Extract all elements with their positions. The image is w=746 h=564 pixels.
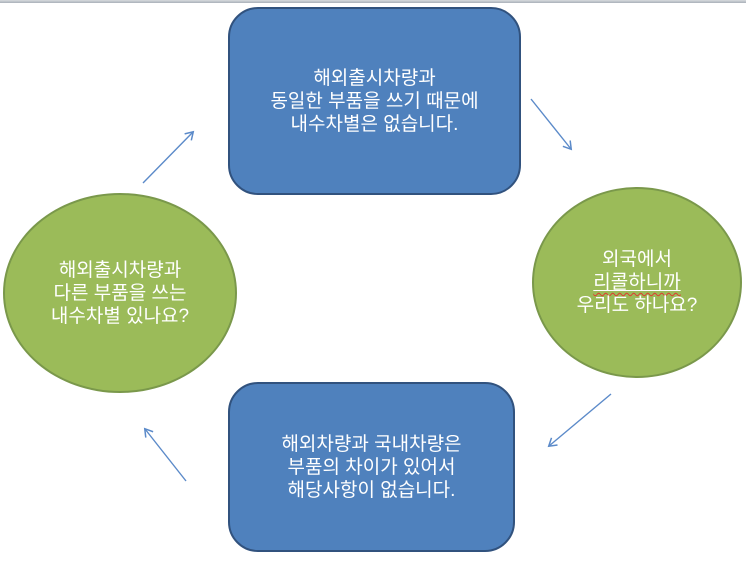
node-text: 외국에서 리콜하니까 우리도 하나요? xyxy=(577,248,698,317)
node-text-line: 해외출시차량과 xyxy=(313,67,436,89)
node-text-line: 부품의 차이가 있어서 xyxy=(287,456,456,478)
spellchecked-word: 리콜하니까 xyxy=(593,272,681,293)
node-text-line: 내수차별은 없습니다. xyxy=(290,113,459,135)
node-text-line: 해당사항이 없습니다. xyxy=(287,479,456,501)
node-answer-bottom: 해외차량과 국내차량은 부품의 차이가 있어서 해당사항이 없습니다. xyxy=(228,382,515,552)
node-text-line: 동일한 부품을 쓰기 때문에 xyxy=(270,90,479,112)
node-text-line: 해외출시차량과 xyxy=(58,259,182,281)
arrow-right-to-bottom-icon xyxy=(547,393,612,448)
node-text-line: 우리도 하나요? xyxy=(576,295,698,316)
node-text: 해외출시차량과 다른 부품을 쓰는 내수차별 있나요? xyxy=(51,259,189,328)
node-question-left: 해외출시차량과 다른 부품을 쓰는 내수차별 있나요? xyxy=(3,193,237,393)
node-question-right: 외국에서 리콜하니까 우리도 하나요? xyxy=(532,187,742,378)
node-text-line: 해외차량과 국내차량은 xyxy=(281,433,462,455)
node-text: 해외출시차량과 동일한 부품을 쓰기 때문에 내수차별은 없습니다. xyxy=(270,67,478,136)
node-text-line: 외국에서 xyxy=(602,249,672,270)
arrow-left-to-top-icon xyxy=(142,130,195,184)
node-text-line: 다른 부품을 쓰는 xyxy=(53,282,187,304)
node-text: 해외차량과 국내차량은 부품의 차이가 있어서 해당사항이 없습니다. xyxy=(281,433,461,502)
node-text-line: 리콜하니까 xyxy=(577,271,698,294)
arrow-top-to-right-icon xyxy=(530,98,573,151)
top-edge-divider xyxy=(0,0,746,3)
node-text-line: 내수차별 있나요? xyxy=(50,305,190,327)
node-answer-top: 해외출시차량과 동일한 부품을 쓰기 때문에 내수차별은 없습니다. xyxy=(228,7,521,195)
arrow-bottom-to-left-icon xyxy=(143,427,187,482)
